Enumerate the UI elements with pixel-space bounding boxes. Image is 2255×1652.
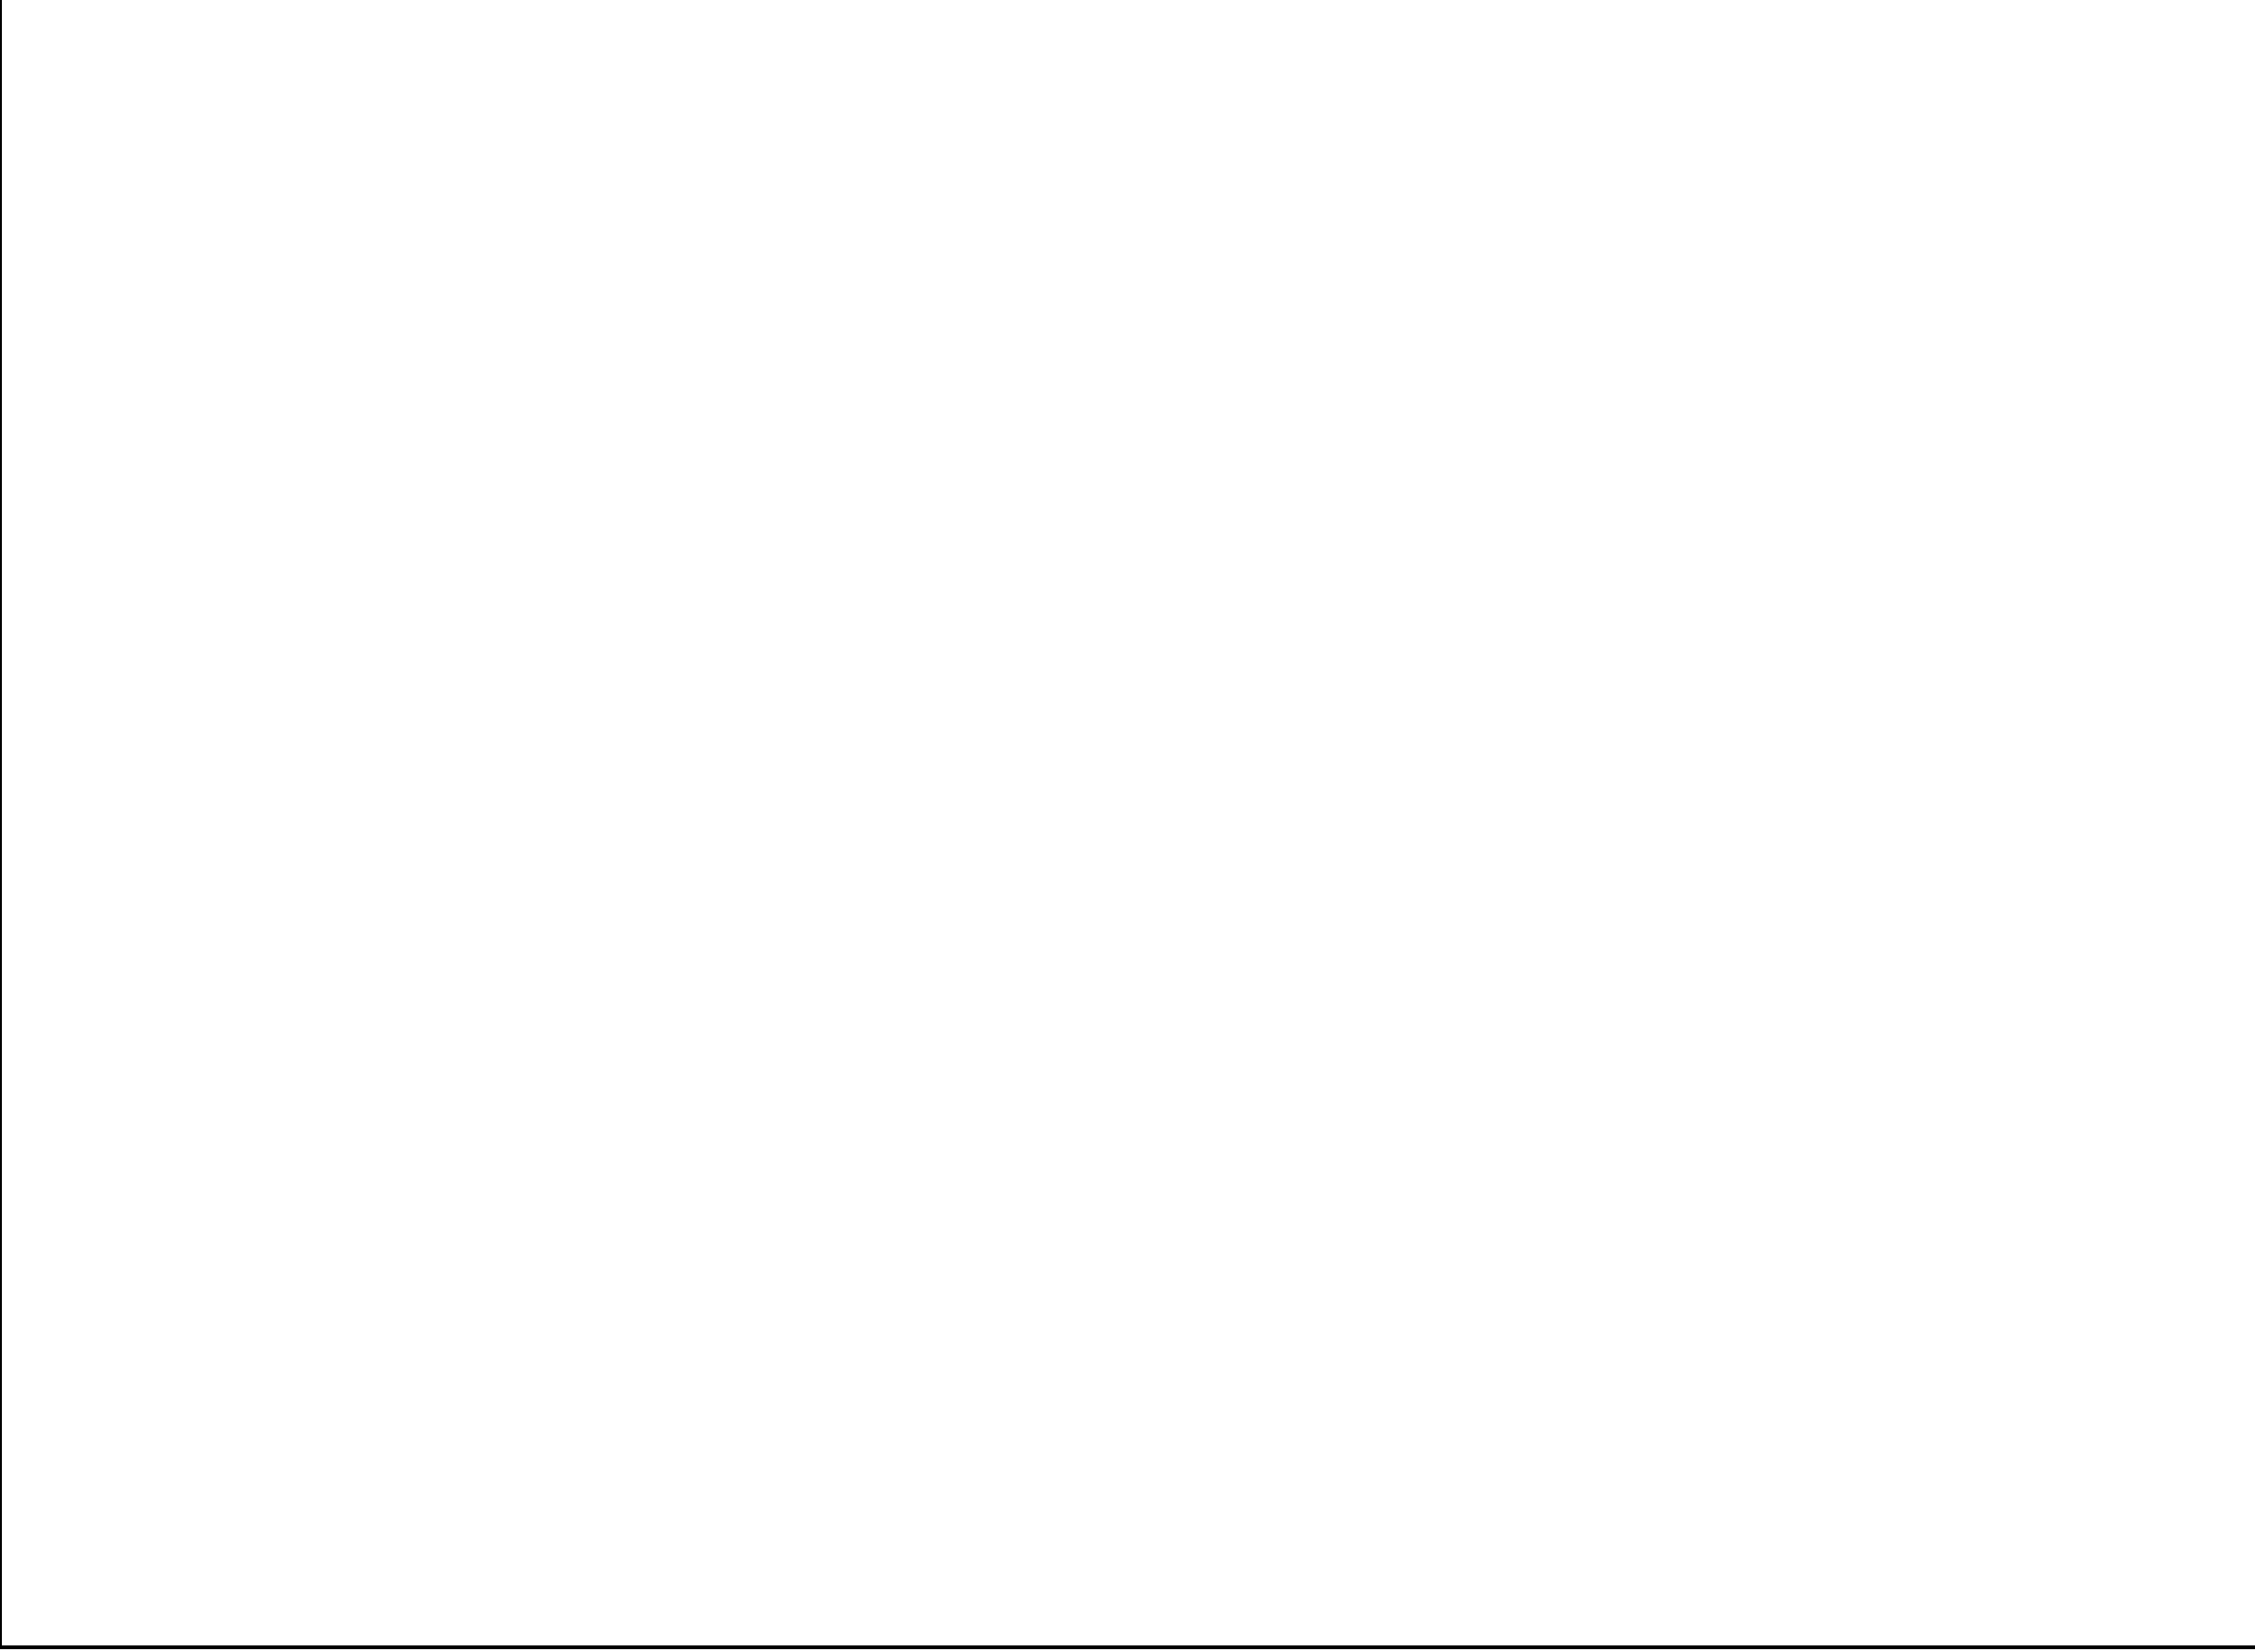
left-edge-border-line (0, 0, 2, 1649)
bottom-edge-border-line (0, 1645, 2255, 1649)
